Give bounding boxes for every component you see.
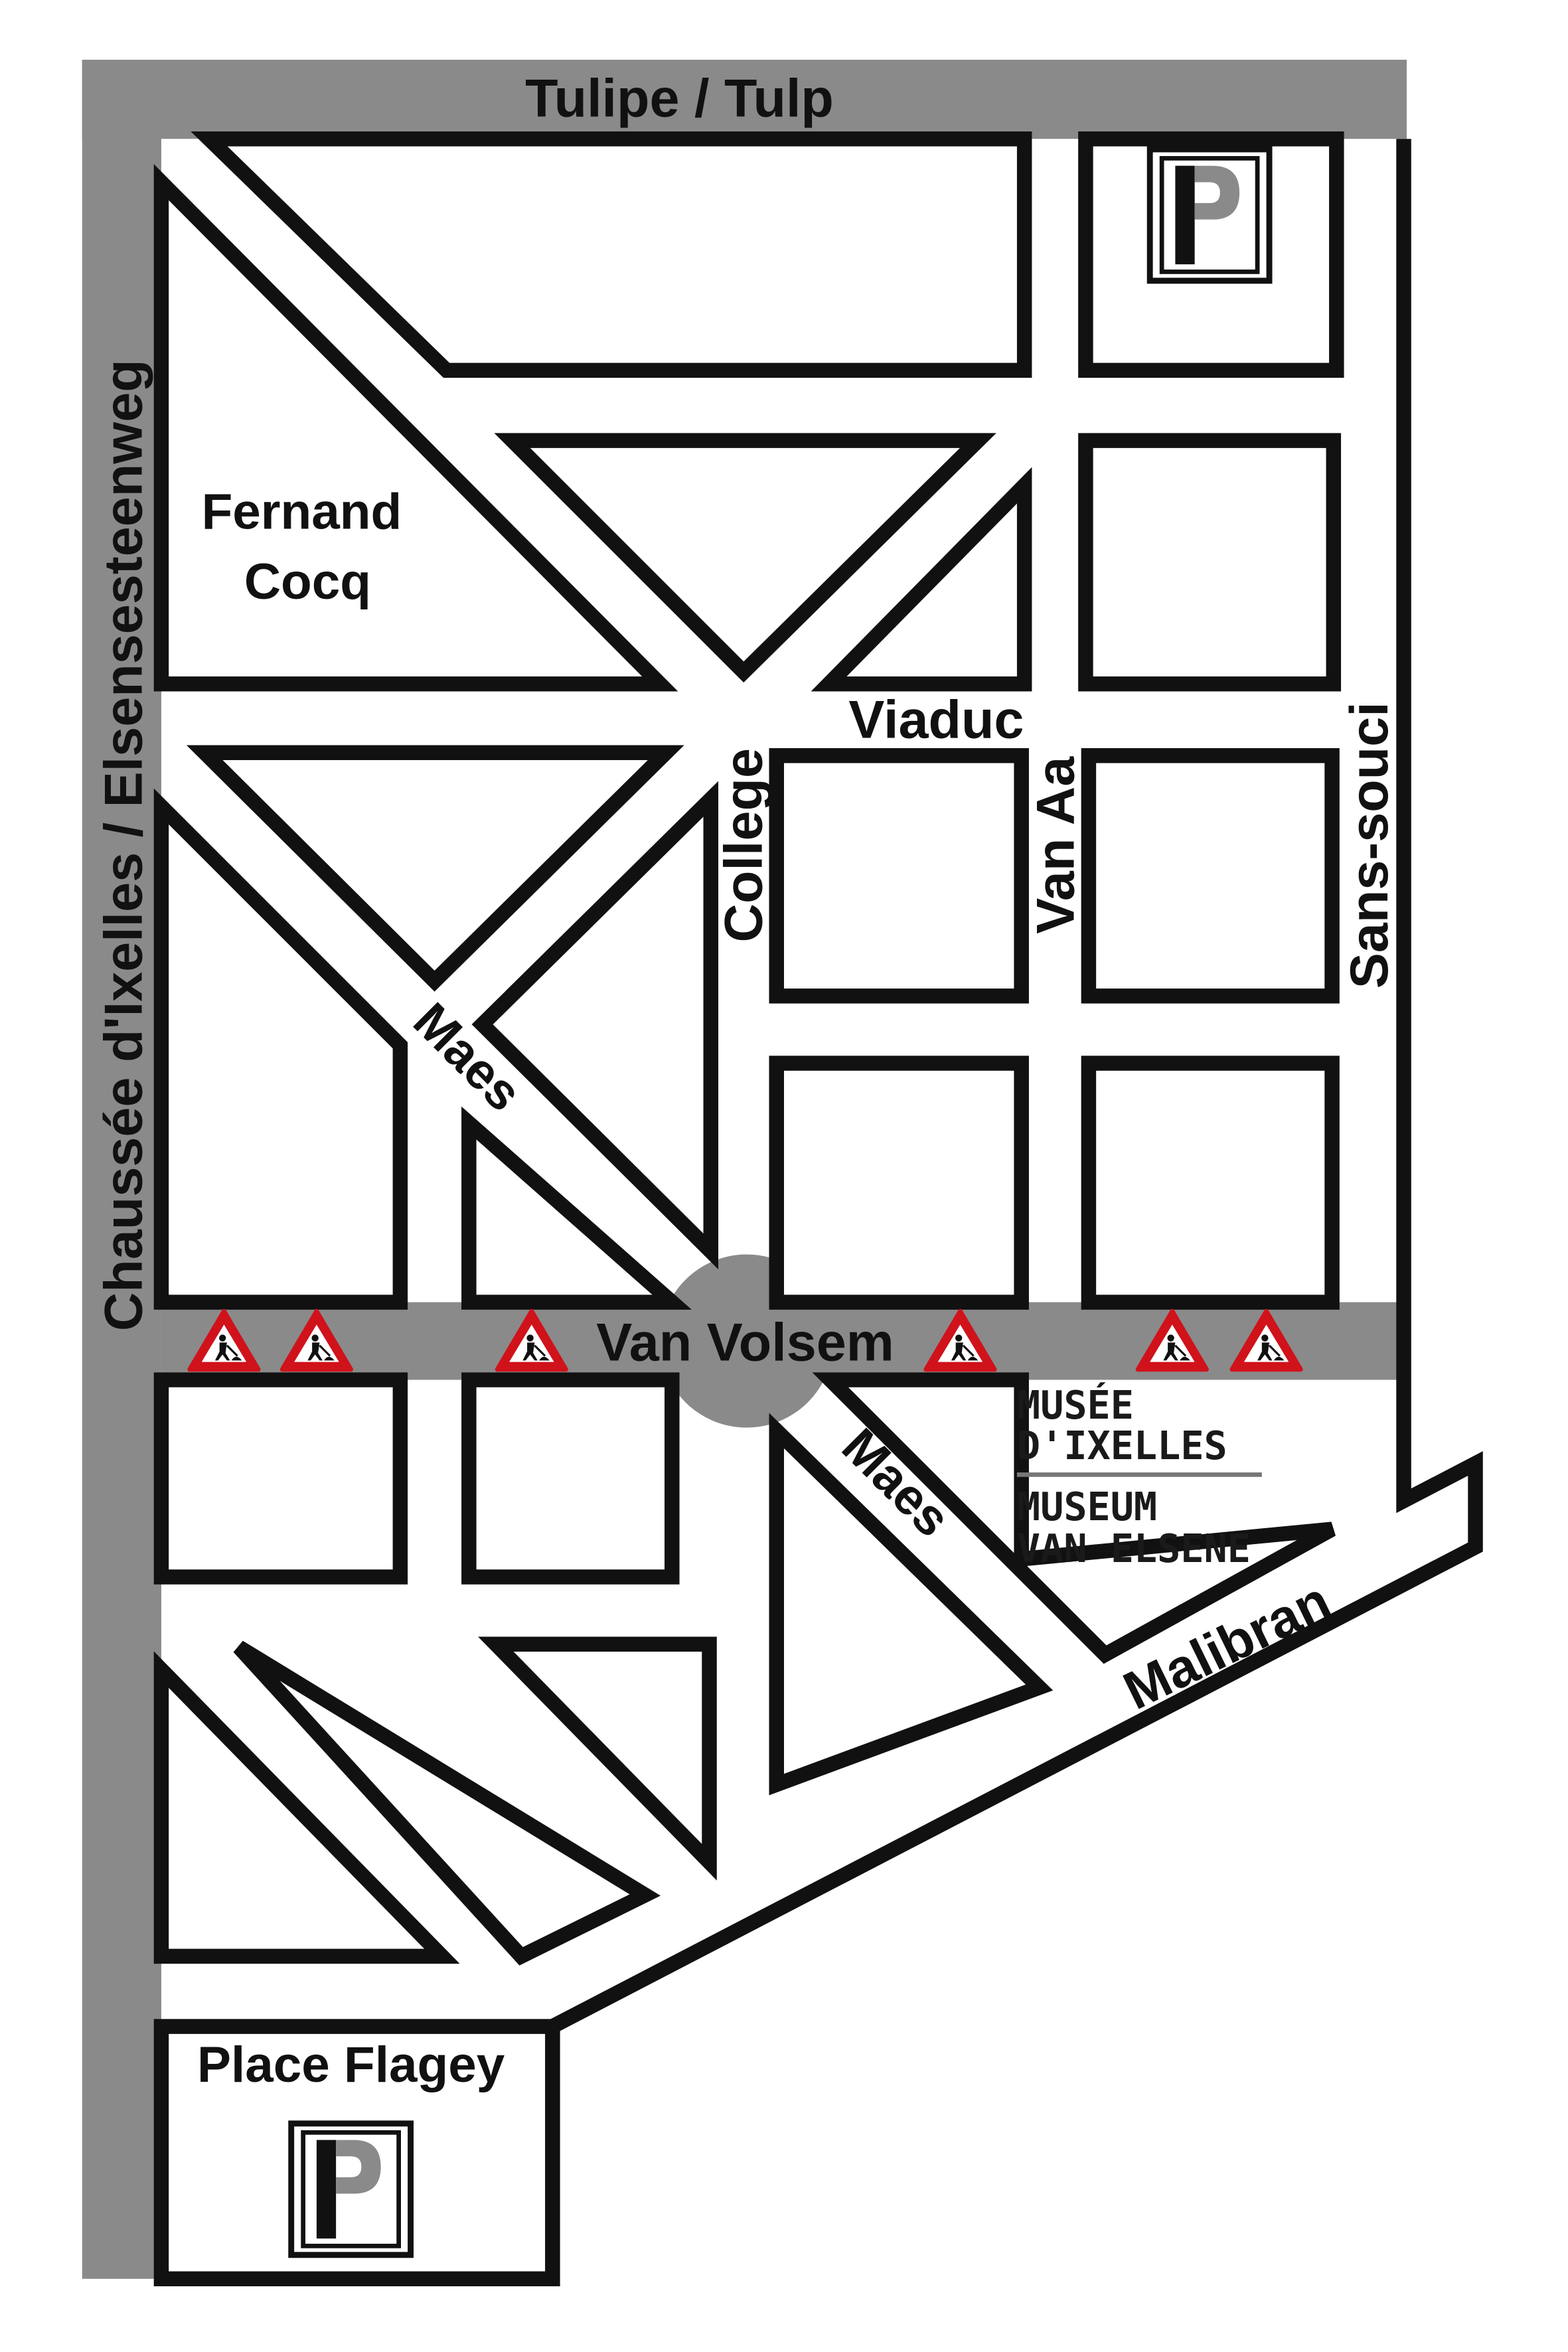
city-blocks bbox=[153, 131, 1344, 2287]
street-label-place-flagey: Place Flagey bbox=[197, 2037, 505, 2093]
street-label-college: College bbox=[714, 748, 773, 942]
street-label-van-volsem: Van Volsem bbox=[596, 1312, 894, 1372]
parking-icon-place-flagey bbox=[291, 2124, 411, 2255]
area-label-fernand: Fernand bbox=[202, 483, 402, 540]
museum-name-nl-line2: VAN ELSENE bbox=[1017, 1526, 1251, 1571]
museum-logo: MUSÉE D'IXELLES MUSEUM VAN ELSENE bbox=[1016, 1382, 1262, 1571]
parking-icon-top-right bbox=[1150, 149, 1269, 281]
street-label-tulipe: Tulipe / Tulp bbox=[525, 68, 834, 128]
museum-divider bbox=[1016, 1472, 1262, 1477]
museum-name-fr-line1: MUSÉE bbox=[1017, 1382, 1134, 1428]
museum-name-fr-line2: D'IXELLES bbox=[1017, 1423, 1227, 1468]
museum-name-nl-line1: MUSEUM bbox=[1017, 1484, 1157, 1529]
road-tulipe bbox=[82, 59, 1407, 139]
area-label-cocq: Cocq bbox=[244, 554, 371, 610]
road-chaussee-ixelles bbox=[82, 59, 161, 2279]
street-label-van-aa: Van Aa bbox=[1026, 756, 1085, 934]
street-label-viaduc: Viaduc bbox=[848, 690, 1024, 749]
street-label-chaussee: Chaussée d'Ixelles / Elsensesteenweg bbox=[94, 359, 154, 1331]
street-label-sans-souci: Sans-souci bbox=[1340, 702, 1399, 988]
